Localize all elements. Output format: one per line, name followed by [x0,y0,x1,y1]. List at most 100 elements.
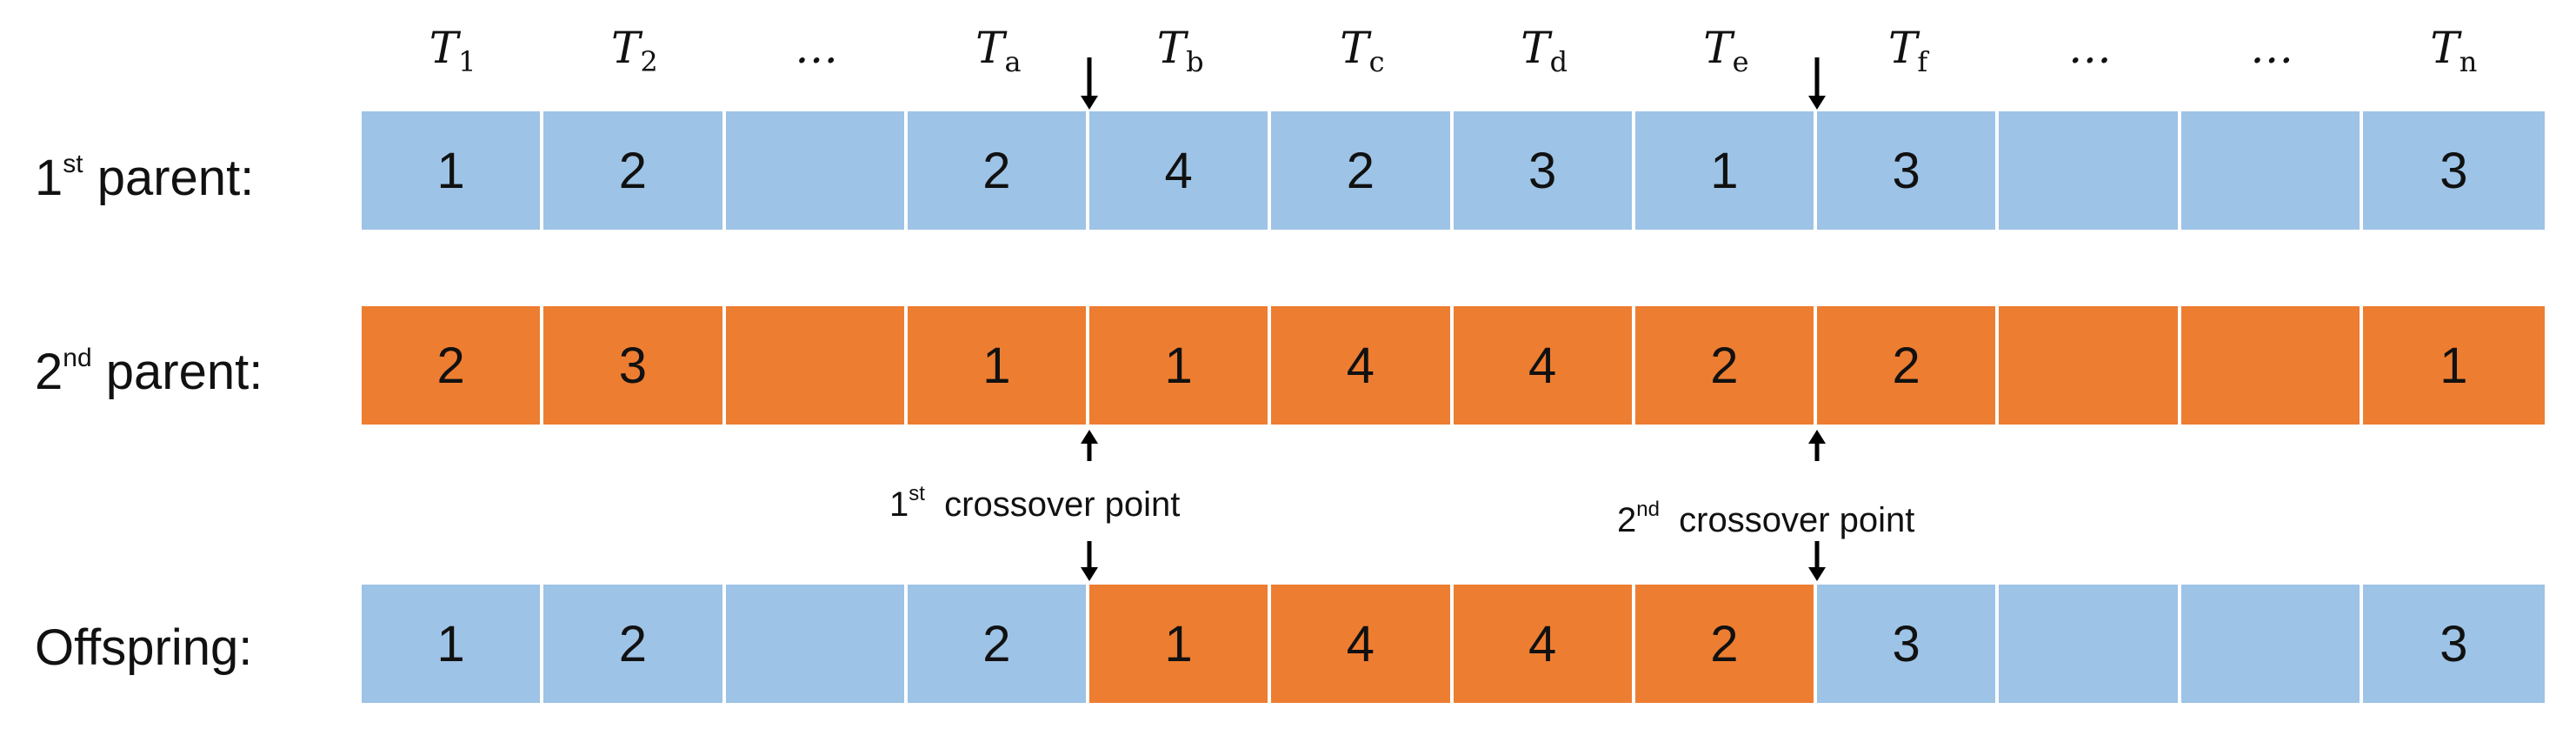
crossover-ordinal-suffix: st [909,482,925,505]
column-header-base: T [1156,23,1187,73]
row-label: 1st parent: [35,151,254,204]
column-header: Te [1634,26,1817,76]
column-header: … [2180,26,2363,70]
gene-value: 4 [1528,615,1557,672]
gene-value: 2 [618,615,647,672]
gene-cell: 4 [1089,111,1272,230]
gene-value: 4 [1164,142,1193,199]
crossover-point-label: 2nd crossover point [1617,499,1914,538]
gene-cell: 3 [1817,111,2000,230]
gene-cell: 2 [543,111,726,230]
gene-cell: 2 [1634,306,1817,425]
column-header: Tf [1817,26,2000,76]
gene-value: 1 [982,337,1011,394]
column-header: Td [1453,26,1635,76]
column-header: T1 [362,26,544,76]
gene-cell [1999,306,2181,425]
gene-cell: 4 [1271,306,1454,425]
column-header-base: … [2067,23,2112,73]
row-label-text: Offspring: [35,619,253,676]
gene-cell: 2 [362,306,544,425]
gene-cell [725,306,908,425]
crossover-ordinal: 2 [1617,501,1637,539]
gene-cell: 1 [1634,111,1817,230]
up-arrow-icon [1808,430,1826,461]
column-header-base: T [429,23,459,73]
gene-cell: 4 [1453,306,1635,425]
column-header: T2 [543,26,726,76]
row-label-ordinal-suffix: nd [63,344,92,372]
down-arrow-icon [1081,541,1098,581]
row-label-text: parent: [83,150,255,206]
gene-cell [1999,111,2181,230]
row-label-ordinal-suffix: st [63,150,83,178]
gene-value: 1 [436,615,465,672]
gene-value: 2 [1710,615,1739,672]
column-header-base: T [1340,23,1369,73]
gene-cell: 3 [543,306,726,425]
gene-cell: 1 [2362,306,2545,425]
column-header: … [725,26,908,70]
gene-cell: 3 [1817,585,2000,703]
gene-value: 1 [1164,615,1193,672]
gene-cell: 1 [362,111,544,230]
gene-cell [2180,306,2363,425]
gene-cell: 2 [1634,585,1817,703]
gene-cell [725,111,908,230]
crossover-point-label: 1st crossover point [889,482,1181,524]
column-header-subscript: c [1368,45,1385,78]
column-header: … [1999,26,2181,70]
gene-cell [725,585,908,703]
gene-cell: 2 [1817,306,2000,425]
gene-value: 2 [1710,337,1739,394]
down-arrow-icon [1081,57,1098,110]
row-label: 2nd parent: [35,345,263,398]
column-header-subscript: f [1917,45,1928,78]
column-header-subscript: a [1004,45,1022,78]
gene-cell [2180,585,2363,703]
gene-cell: 2 [907,111,1089,230]
row-label-text: parent: [91,344,263,400]
gene-cell [1999,585,2181,703]
column-header-subscript: d [1549,45,1568,78]
gene-cell: 3 [2362,585,2545,703]
gene-value: 3 [1892,615,1920,672]
crossover-text: crossover point [924,485,1181,524]
gene-value: 1 [436,142,465,199]
crossover-ordinal-suffix: nd [1636,498,1660,521]
column-header-base: … [795,23,839,73]
gene-value: 1 [2440,337,2468,394]
gene-cell: 2 [907,585,1089,703]
gene-value: 3 [1892,142,1920,199]
row-label-ordinal: 2 [35,344,63,400]
gene-cell: 1 [907,306,1089,425]
column-header-subscript: 1 [458,45,476,78]
gene-value: 1 [1164,337,1193,394]
gene-value: 3 [2440,615,2468,672]
up-arrow-icon [1081,430,1098,461]
column-header-subscript: b [1186,45,1204,78]
gene-value: 2 [436,337,465,394]
gene-cell: 3 [1453,111,1635,230]
gene-cell [2180,111,2363,230]
column-header-base: T [1888,23,1918,73]
gene-value: 2 [982,142,1011,199]
gene-cell: 3 [2362,111,2545,230]
gene-value: 4 [1528,337,1557,394]
gene-cell: 2 [543,585,726,703]
gene-cell: 4 [1271,585,1454,703]
gene-cell: 1 [1089,585,1272,703]
crossover-text: crossover point [1659,501,1915,539]
gene-value: 4 [1346,337,1375,394]
column-header-subscript: n [2459,45,2478,78]
column-header: Ta [907,26,1089,76]
gene-value: 2 [1346,142,1375,199]
gene-cell: 2 [1271,111,1454,230]
gene-value: 3 [618,337,647,394]
column-header: Tn [2362,26,2545,76]
row-label-ordinal: 1 [35,150,63,206]
column-header-base: … [2250,23,2294,73]
gene-value: 2 [1892,337,1920,394]
row-label: Offspring: [35,623,252,673]
